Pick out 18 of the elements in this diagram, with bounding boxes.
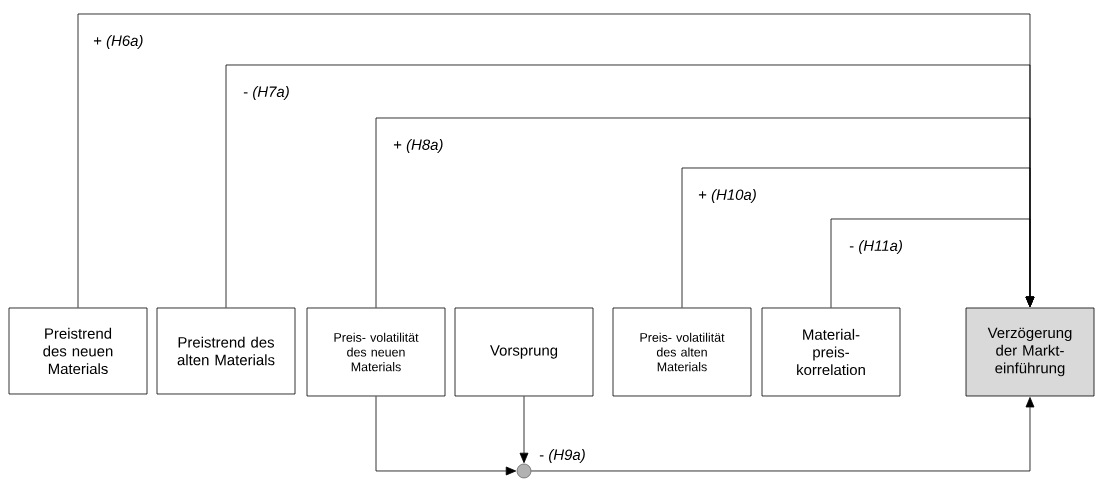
variable-box: Preis- volatilität des neuen Materials	[306, 307, 446, 397]
edge-label: + (H10a)	[698, 189, 756, 203]
arrow	[530, 397, 1035, 472]
edge-label: + (H8a)	[393, 139, 443, 153]
arrow	[519, 396, 529, 464]
edge-label: + (H6a)	[93, 35, 143, 49]
variable-box: Preistrend des neuen Materials	[8, 307, 148, 395]
edge-label: - (H7a)	[243, 86, 289, 100]
arrow	[375, 396, 517, 476]
arrow	[830, 218, 1035, 308]
junction-circle	[516, 463, 532, 479]
variable-box: Vorsprung	[454, 307, 594, 397]
edge-label: - (H11a)	[849, 240, 902, 254]
variable-box: Preis- volatilität des alten Materials	[612, 307, 752, 397]
result-box: Verzögerung der Markt- einführung	[965, 307, 1095, 397]
variable-box: Material- preis- korrelation	[761, 307, 901, 397]
edge-label: - (H9a)	[539, 449, 585, 463]
variable-box: Preistrend des alten Materials	[156, 307, 296, 395]
